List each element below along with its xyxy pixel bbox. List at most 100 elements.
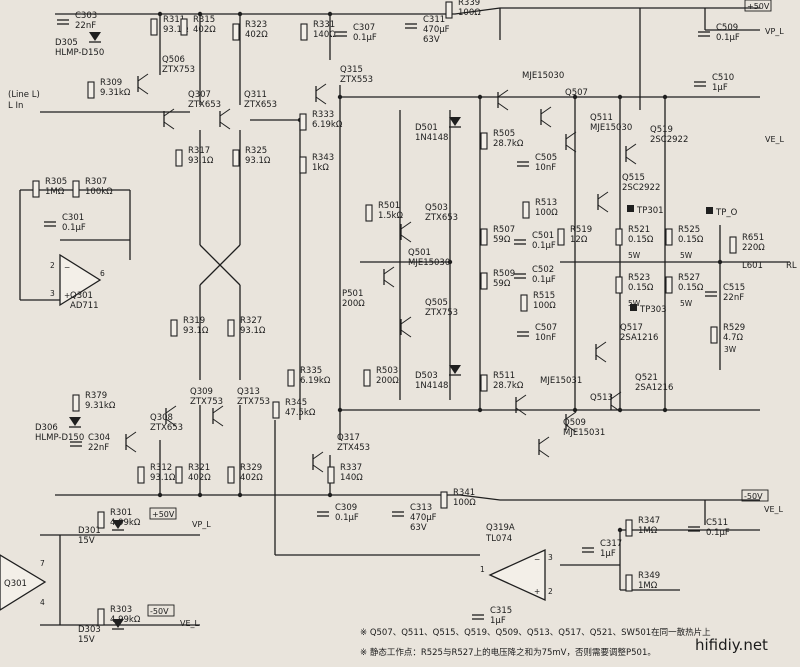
- rail-labels: +50V VP_L VE_L -50V VE_L +50V VP_L -50V …: [147, 0, 785, 628]
- resistor-body: [729, 236, 737, 254]
- resistor-name: R509: [493, 269, 515, 279]
- diode-triangle: [449, 365, 461, 374]
- resistor-name: R319: [183, 316, 205, 326]
- svg-text:3: 3: [548, 553, 553, 562]
- ve-rail-label-2: VE_L: [764, 505, 784, 514]
- diode-triangle: [112, 619, 124, 628]
- resistor-value: 93.1Ω: [163, 25, 189, 35]
- transistor-part: ZTX653: [150, 423, 183, 433]
- resistor-name: R305: [45, 177, 67, 187]
- resistor-value: 28.7kΩ: [493, 139, 524, 149]
- resistor-body: [87, 81, 95, 99]
- resistor-body: [299, 156, 307, 174]
- transistor-name: Q511: [590, 113, 613, 123]
- capacitor-name: C307: [353, 23, 375, 33]
- capacitor-value: 0.1μF: [532, 275, 556, 285]
- svg-text:Q301: Q301: [4, 579, 27, 589]
- capacitor-name: C313: [410, 503, 432, 513]
- capacitor-name: C501: [532, 231, 554, 241]
- resistor-body: [137, 466, 145, 484]
- resistor-body: [625, 519, 633, 537]
- resistor-name: R349: [638, 571, 660, 581]
- transistor-emitter: [497, 102, 509, 111]
- label-name: P501: [342, 289, 363, 299]
- diode-triangle: [449, 117, 461, 126]
- transistor-emitter: [625, 156, 637, 165]
- resistor-name: R317: [188, 146, 210, 156]
- resistor-name: R337: [340, 463, 362, 473]
- transistor-name: Q501: [408, 248, 431, 258]
- capacitor-name: C510: [712, 73, 734, 83]
- capacitor-value: 22nF: [723, 293, 744, 303]
- transistor-collector: [538, 436, 550, 445]
- opamp-q301-lower: Q301 7 4: [0, 554, 47, 611]
- resistor-body: [440, 491, 448, 509]
- resistor-value: 93.1Ω: [183, 326, 209, 336]
- transistor-name: Q317: [337, 433, 360, 443]
- resistor-name: R335: [300, 366, 322, 376]
- transistor-name: Q507: [565, 88, 588, 98]
- transistor-emitter: [312, 464, 324, 473]
- resistor-value: 100Ω: [535, 208, 558, 218]
- transistor-collector: [163, 108, 175, 117]
- capacitor-name: C301: [62, 213, 84, 223]
- capacitor-name: C507: [535, 323, 557, 333]
- resistor-body: [227, 319, 235, 337]
- transistor-emitter: [540, 119, 552, 128]
- ve-rail-label: VE_L: [765, 135, 785, 144]
- resistor-body: [480, 132, 488, 150]
- resistor-body: [557, 228, 565, 246]
- opamp-ad711: − + 2 3 6: [50, 253, 105, 307]
- resistor-value: 4.99kΩ: [110, 615, 141, 625]
- transistor-name: MJE15030: [522, 71, 564, 81]
- label-l_in: L In: [8, 101, 23, 111]
- resistor-name: R329: [240, 463, 262, 473]
- diode-triangle: [112, 520, 124, 529]
- diodes: D305HLMP-D150D5011N4148D5031N4148D306HLM…: [35, 32, 461, 645]
- resistor-body: [227, 466, 235, 484]
- resistor-value: 93.1Ω: [150, 473, 176, 483]
- transistor-emitter: [400, 329, 412, 338]
- neg-rail-label: -50V: [744, 492, 763, 501]
- capacitor-name: C317: [600, 539, 622, 549]
- capacitor-name: C505: [535, 153, 557, 163]
- transistor-name: Q513: [590, 393, 613, 403]
- resistor-name: R325: [245, 146, 267, 156]
- transistor-name: Q521: [635, 373, 658, 383]
- transistor-emitter: [137, 86, 149, 95]
- transistor-name: Q315: [340, 65, 363, 75]
- transistor-emitter: [219, 121, 231, 130]
- resistor-body: [97, 511, 105, 529]
- svg-text:TL074: TL074: [485, 534, 512, 544]
- resistor-value: 1kΩ: [312, 163, 329, 173]
- label-value: 200Ω: [342, 299, 365, 309]
- resistor-body: [625, 574, 633, 592]
- resistor-name: R347: [638, 516, 660, 526]
- resistor-body: [72, 394, 80, 412]
- transistor-collector: [212, 405, 224, 414]
- resistor-body: [150, 18, 158, 36]
- transistor-collector: [515, 394, 527, 403]
- transistor-part: ZTX653: [425, 213, 458, 223]
